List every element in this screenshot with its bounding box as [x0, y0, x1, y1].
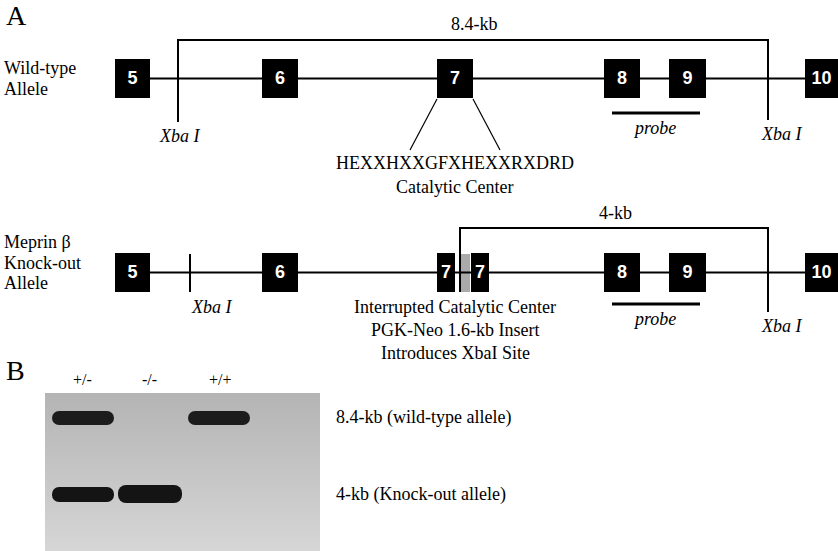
intron-line [150, 272, 262, 274]
genotype-label: +/+ [209, 371, 232, 389]
intron-line [455, 272, 471, 274]
restriction-site: Xba I [762, 124, 802, 145]
exon-box: 8 [604, 253, 640, 292]
exon-number: 6 [275, 262, 285, 283]
intron-line [298, 78, 437, 80]
intron-line [150, 78, 262, 80]
fragment-bracket [178, 40, 768, 122]
blot-image [45, 393, 320, 551]
leader-line [410, 99, 437, 150]
panel-letter: A [6, 0, 26, 32]
probe-label: probe [635, 309, 676, 330]
exon-number: 7 [450, 68, 460, 89]
intron-line [640, 78, 669, 80]
exon-box: 8 [604, 59, 640, 98]
exon-number: 5 [127, 262, 137, 283]
blot-band [188, 411, 250, 425]
band-label: 4-kb (Knock-out allele) [336, 484, 506, 505]
probe-bar [612, 112, 700, 115]
exon-number: 7 [475, 262, 485, 283]
insert-note: Interrupted Catalytic Center [354, 297, 556, 318]
allele-name: Meprin β Knock-out Allele [4, 232, 104, 294]
exon-box: 9 [669, 253, 706, 292]
motif-sequence: HEXXHXXGFXHEXXRXDRD [336, 153, 574, 174]
intron-line [706, 78, 805, 80]
exon-box: 5 [115, 59, 150, 98]
exon-number: 10 [811, 68, 831, 89]
intron-line [473, 78, 604, 80]
exon-number: 6 [275, 68, 285, 89]
exon-box: 6 [262, 59, 298, 98]
exon-number: 9 [682, 262, 692, 283]
exon-box: 7 [437, 253, 455, 292]
leader-line [473, 99, 500, 150]
band-label: 8.4-kb (wild-type allele) [336, 407, 511, 428]
restriction-site: Xba I [762, 316, 802, 337]
probe-bar [612, 303, 700, 306]
insert-note: PGK-Neo 1.6-kb Insert [371, 320, 539, 341]
exon-number: 8 [617, 68, 627, 89]
intron-line [489, 272, 604, 274]
restriction-site: Xba I [160, 126, 200, 147]
exon-box: 7 [471, 253, 489, 292]
fragment-size: 8.4-kb [451, 14, 498, 35]
exon-number: 9 [682, 68, 692, 89]
exon-box: 5 [115, 253, 150, 292]
panel-letter: B [6, 355, 25, 387]
exon-box: 10 [805, 59, 838, 98]
restriction-site: Xba I [192, 297, 232, 318]
intron-line [298, 272, 437, 274]
intron-line [640, 272, 669, 274]
exon-box: 6 [262, 253, 298, 292]
motif-name: Catalytic Center [396, 177, 513, 198]
exon-number: 8 [617, 262, 627, 283]
exon-box: 7 [437, 59, 473, 98]
genotype-label: +/- [73, 371, 92, 389]
exon-box: 9 [669, 59, 706, 98]
genotype-label: -/- [142, 371, 157, 389]
insert-note: Introduces XbaI Site [381, 343, 530, 364]
exon-number: 5 [127, 68, 137, 89]
blot-band [52, 411, 114, 425]
allele-name: Wild-type Allele [4, 58, 99, 99]
blot-band [52, 487, 114, 502]
exon-number: 10 [811, 262, 831, 283]
blot-band [118, 485, 182, 503]
probe-label: probe [635, 118, 676, 139]
exon-box: 10 [805, 253, 838, 292]
fragment-size: 4-kb [599, 203, 632, 224]
exon-number: 7 [441, 262, 451, 283]
intron-line [706, 272, 805, 274]
